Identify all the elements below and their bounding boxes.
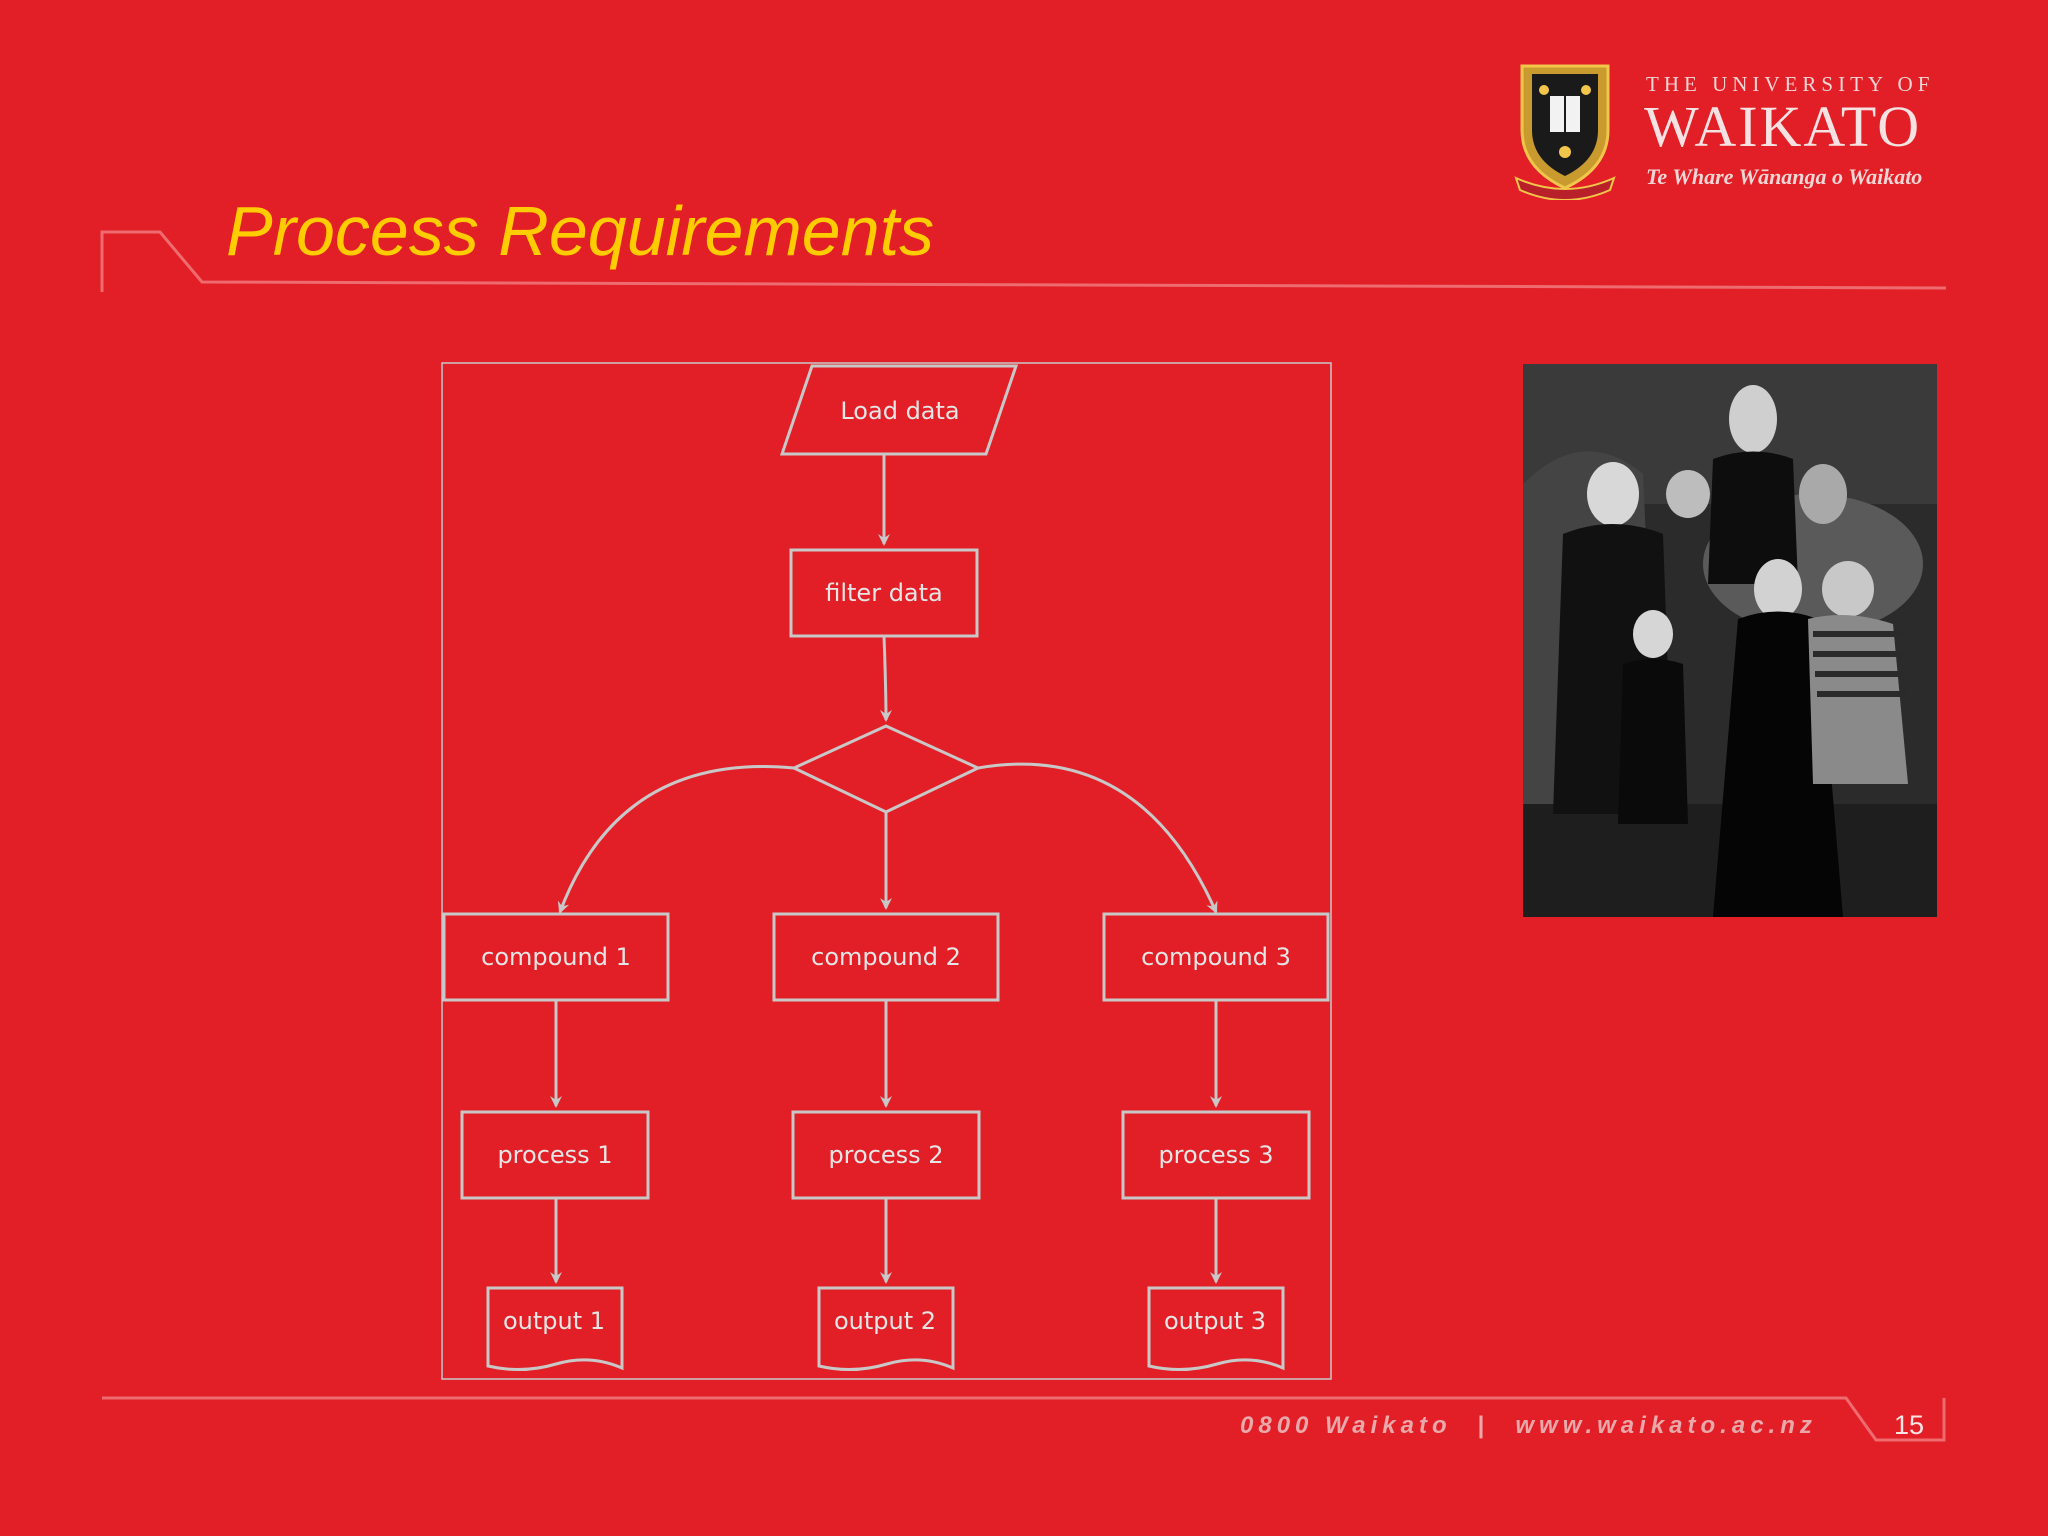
output-3-label: output 3 [1164,1307,1266,1335]
load-data-label: Load data [840,397,959,425]
slide-title: Process Requirements [226,192,935,270]
footer-separator: | [1477,1412,1490,1439]
process-1-label: process 1 [497,1141,612,1169]
load-data-node [779,364,1019,456]
compound-3-label: compound 3 [1141,943,1291,971]
logo-tagline: Te Whare Wānanga o Waikato [1646,164,1923,189]
footer-contact: 0800 Waikato | www.waikato.ac.nz [1240,1412,1817,1440]
compound-2-label: compound 2 [811,943,961,971]
process-3-label: process 3 [1158,1141,1273,1169]
output-1-node [486,1286,624,1372]
compound-1-label: compound 1 [481,943,631,971]
output-1-label: output 1 [503,1307,605,1335]
arrow-filter-decision [879,635,892,722]
university-logo [1510,60,1620,201]
arrow-decision-compound-1 [557,765,795,914]
output-3-node [1147,1286,1285,1372]
output-2-node [817,1286,955,1372]
logo-wordmark: WAIKATO [1644,94,1922,159]
filter-data-label: filter data [825,579,943,607]
logo-line-1: THE UNIVERSITY OF [1646,72,1935,96]
arrow-decision-compound-3 [977,762,1218,914]
page-number: 15 [1894,1410,1925,1440]
output-2-label: output 2 [834,1307,936,1335]
process-2-label: process 2 [828,1141,943,1169]
footer-phone: 0800 Waikato [1240,1412,1452,1439]
decision-node [790,724,982,814]
footer-website[interactable]: www.waikato.ac.nz [1515,1412,1817,1439]
university-crest-icon [1514,64,1616,201]
family-photo [1523,364,1937,917]
flowchart-frame [441,362,1332,1380]
